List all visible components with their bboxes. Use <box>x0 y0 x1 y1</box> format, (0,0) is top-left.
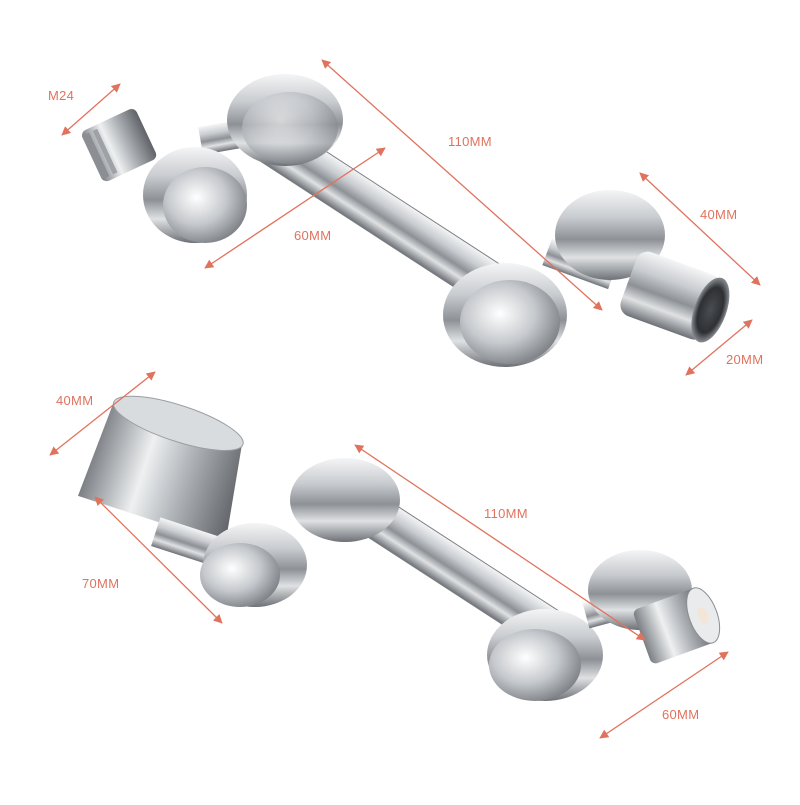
dimension-label-top-thread: M24 <box>48 88 75 103</box>
dimension-label-top-length: 110MM <box>448 134 492 149</box>
dimension-label-bottom-head: 40MM <box>56 393 94 408</box>
dimension-label-bottom-length: 110MM <box>484 506 528 521</box>
dimension-label-top-height: 40MM <box>700 207 738 222</box>
top-faucet-extender <box>81 74 730 367</box>
dimension-label-bottom-height: 70MM <box>82 576 120 591</box>
bottom-faucet-extender <box>77 395 721 701</box>
dimension-label-top-aerator: 20MM <box>726 352 764 367</box>
dimension-label-top-arm: 60MM <box>294 228 332 243</box>
dimension-label-bottom-width: 60MM <box>662 707 700 722</box>
dimension-arrows <box>49 59 761 739</box>
